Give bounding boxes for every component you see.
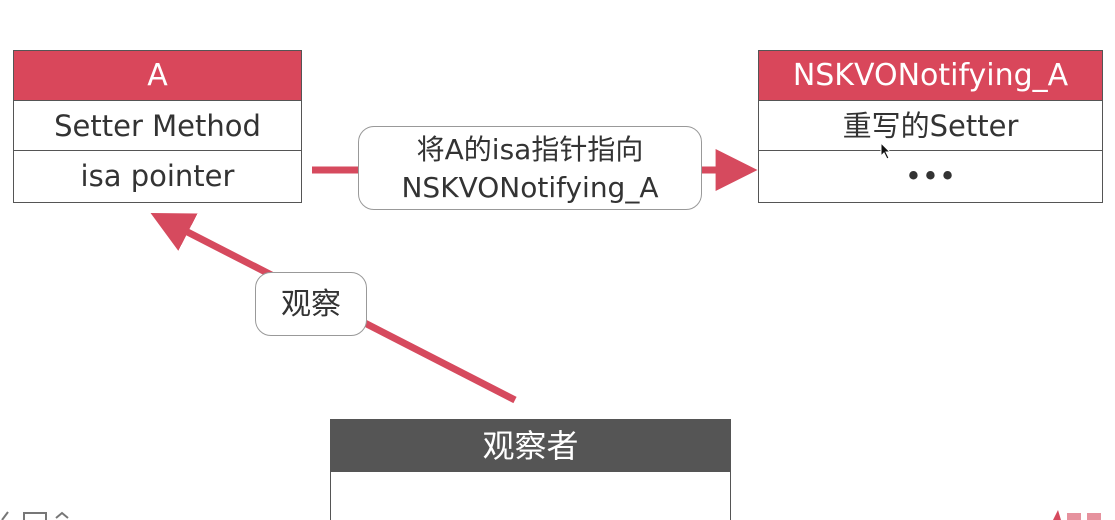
class-a-box: A Setter Method isa pointer bbox=[13, 50, 302, 203]
class-a-title: A bbox=[14, 51, 301, 101]
class-nskvo-title: NSKVONotifying_A bbox=[759, 51, 1102, 101]
observer-title: 观察者 bbox=[331, 420, 730, 472]
isa-redirect-label: 将A的isa指针指向 NSKVONotifying_A bbox=[358, 126, 702, 210]
class-nskvo-box: NSKVONotifying_A 重写的Setter ••• bbox=[758, 50, 1103, 203]
class-a-setter-method: Setter Method bbox=[14, 101, 301, 151]
player-toolbar-icons bbox=[1, 511, 69, 520]
class-a-isa-pointer: isa pointer bbox=[80, 159, 235, 193]
isa-redirect-label-line2: NSKVONotifying_A bbox=[401, 171, 659, 204]
observer-box: 观察者 bbox=[330, 419, 731, 520]
watermark-logo-icon bbox=[1053, 510, 1101, 520]
class-nskvo-overridden-setter: 重写的Setter bbox=[759, 101, 1102, 151]
isa-redirect-label-line1: 将A的isa指针指向 bbox=[416, 133, 644, 166]
class-nskvo-ellipsis: ••• bbox=[904, 159, 957, 193]
mouse-cursor-icon bbox=[880, 142, 892, 160]
observe-label: 观察 bbox=[255, 272, 367, 336]
